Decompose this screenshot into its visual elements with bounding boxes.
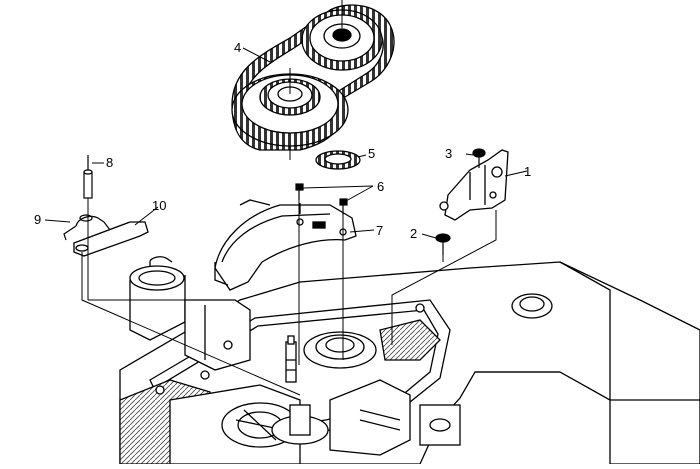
callout-3: 3: [445, 146, 452, 161]
drive-chain-assembly: [231, 0, 395, 160]
channel-plate-cover: [214, 199, 357, 291]
screw-2: [435, 233, 451, 255]
callout-6: 6: [377, 179, 384, 194]
callout-labels: 1 2 3 4 5 6 7 8 9 10: [34, 40, 531, 241]
spring-clip: [63, 214, 111, 241]
pin: [83, 155, 93, 199]
callout-9: 9: [34, 212, 41, 227]
screw-3: [472, 148, 486, 168]
bracket: [439, 149, 509, 221]
callout-7: 7: [376, 223, 383, 238]
callout-4: 4: [234, 40, 241, 55]
thrust-bearing: [315, 150, 361, 170]
callout-2: 2: [410, 226, 417, 241]
lever: [73, 221, 149, 257]
transmission-case: [119, 256, 700, 465]
bolts: [295, 183, 348, 215]
projection-lines: [44, 47, 528, 396]
callout-10: 10: [152, 198, 166, 213]
callout-5: 5: [368, 146, 375, 161]
callout-8: 8: [106, 155, 113, 170]
callout-1: 1: [524, 164, 531, 179]
